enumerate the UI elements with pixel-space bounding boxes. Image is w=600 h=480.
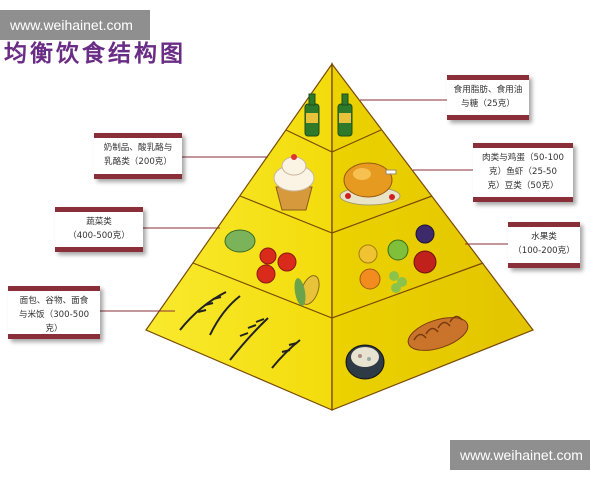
- cupcake-icon: [273, 154, 315, 211]
- label-fats-oils-sugar: 食用脂肪、食用油 与糖（25克）: [447, 75, 529, 120]
- label-vegetables: 蔬菜类 （400-500克）: [55, 207, 143, 252]
- label-line: 克）: [45, 324, 63, 334]
- label-line: 克）鱼虾（25-50: [489, 167, 557, 177]
- label-dairy: 奶制品、酸乳酪与 乳酪类（200克）: [94, 133, 182, 179]
- label-line: （100-200克）: [513, 246, 575, 256]
- label-meat-fish-beans: 肉类与鸡蛋（50-100 克）鱼虾（25-50 克）豆类（50克）: [473, 143, 573, 202]
- oil-bottles-icon: [304, 93, 353, 137]
- label-line: 与米饭（300-500: [18, 310, 90, 320]
- label-line: 蔬菜类: [86, 217, 112, 227]
- label-fruit: 水果类 （100-200克）: [508, 222, 580, 268]
- vegetables-icon: [224, 229, 320, 306]
- label-line: 克）豆类（50克）: [487, 181, 559, 191]
- label-line: 水果类: [531, 232, 557, 242]
- wheat-icon: [179, 291, 301, 369]
- rice-bowl-icon: [345, 344, 385, 380]
- label-grains: 面包、谷物、面食 与米饭（300-500 克）: [8, 286, 100, 339]
- label-line: 肉类与鸡蛋（50-100: [481, 153, 564, 163]
- watermark-bottom: www.weihainet.com: [450, 440, 590, 470]
- label-line: 面包、谷物、面食: [19, 296, 89, 306]
- diagram-title: 均衡饮食结构图: [4, 40, 186, 67]
- label-line: 奶制品、酸乳酪与: [103, 143, 173, 153]
- label-line: 乳酪类（200克）: [104, 157, 172, 167]
- fruits-icon: [358, 224, 437, 293]
- roast-chicken-icon: [339, 162, 401, 206]
- label-line: 食用脂肪、食用油: [453, 85, 523, 95]
- connector-lines: [100, 99, 508, 312]
- watermark-top: www.weihainet.com: [0, 10, 150, 40]
- label-line: （400-500克）: [68, 231, 130, 241]
- label-line: 与糖（25克）: [461, 99, 515, 109]
- bread-icon: [407, 315, 469, 351]
